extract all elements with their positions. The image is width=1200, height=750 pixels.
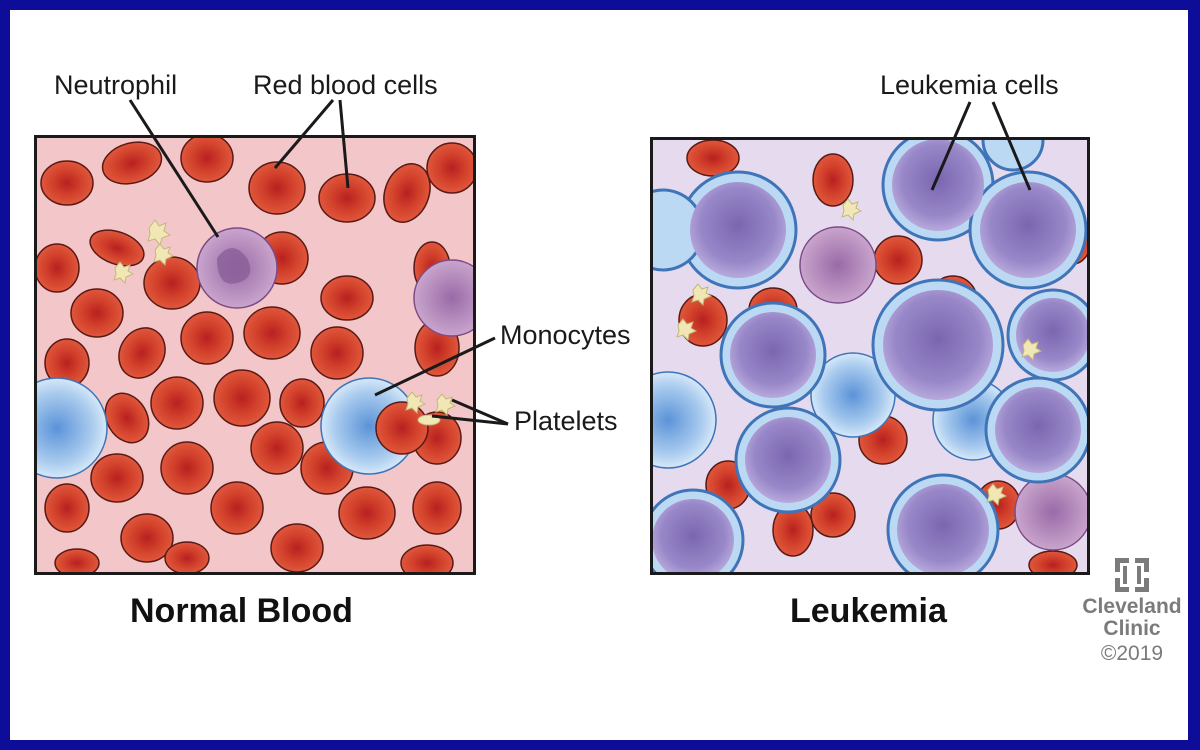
label-neutrophil: Neutrophil: [54, 70, 178, 100]
leukemia-panel: [650, 137, 1090, 575]
label-red-blood-cells: Red blood cells: [253, 70, 438, 100]
normal-blood-panel: [34, 135, 476, 575]
normal-blood-illustration: [37, 138, 473, 572]
label-monocytes: Monocytes: [500, 320, 631, 350]
title-leukemia: Leukemia: [790, 592, 947, 630]
credit-org-line2: Clinic: [1103, 617, 1161, 640]
cleveland-clinic-logo-icon: [1115, 558, 1149, 592]
cleveland-clinic-credit: Cleveland Clinic ©2019: [1076, 558, 1188, 668]
credit-copyright: ©2019: [1100, 642, 1164, 665]
label-platelets: Platelets: [514, 406, 618, 436]
title-normal-blood: Normal Blood: [130, 592, 353, 630]
credit-org-line1: Cleveland: [1082, 595, 1182, 618]
label-leukemia-cells: Leukemia cells: [880, 70, 1059, 100]
leukemia-illustration: [653, 140, 1087, 572]
